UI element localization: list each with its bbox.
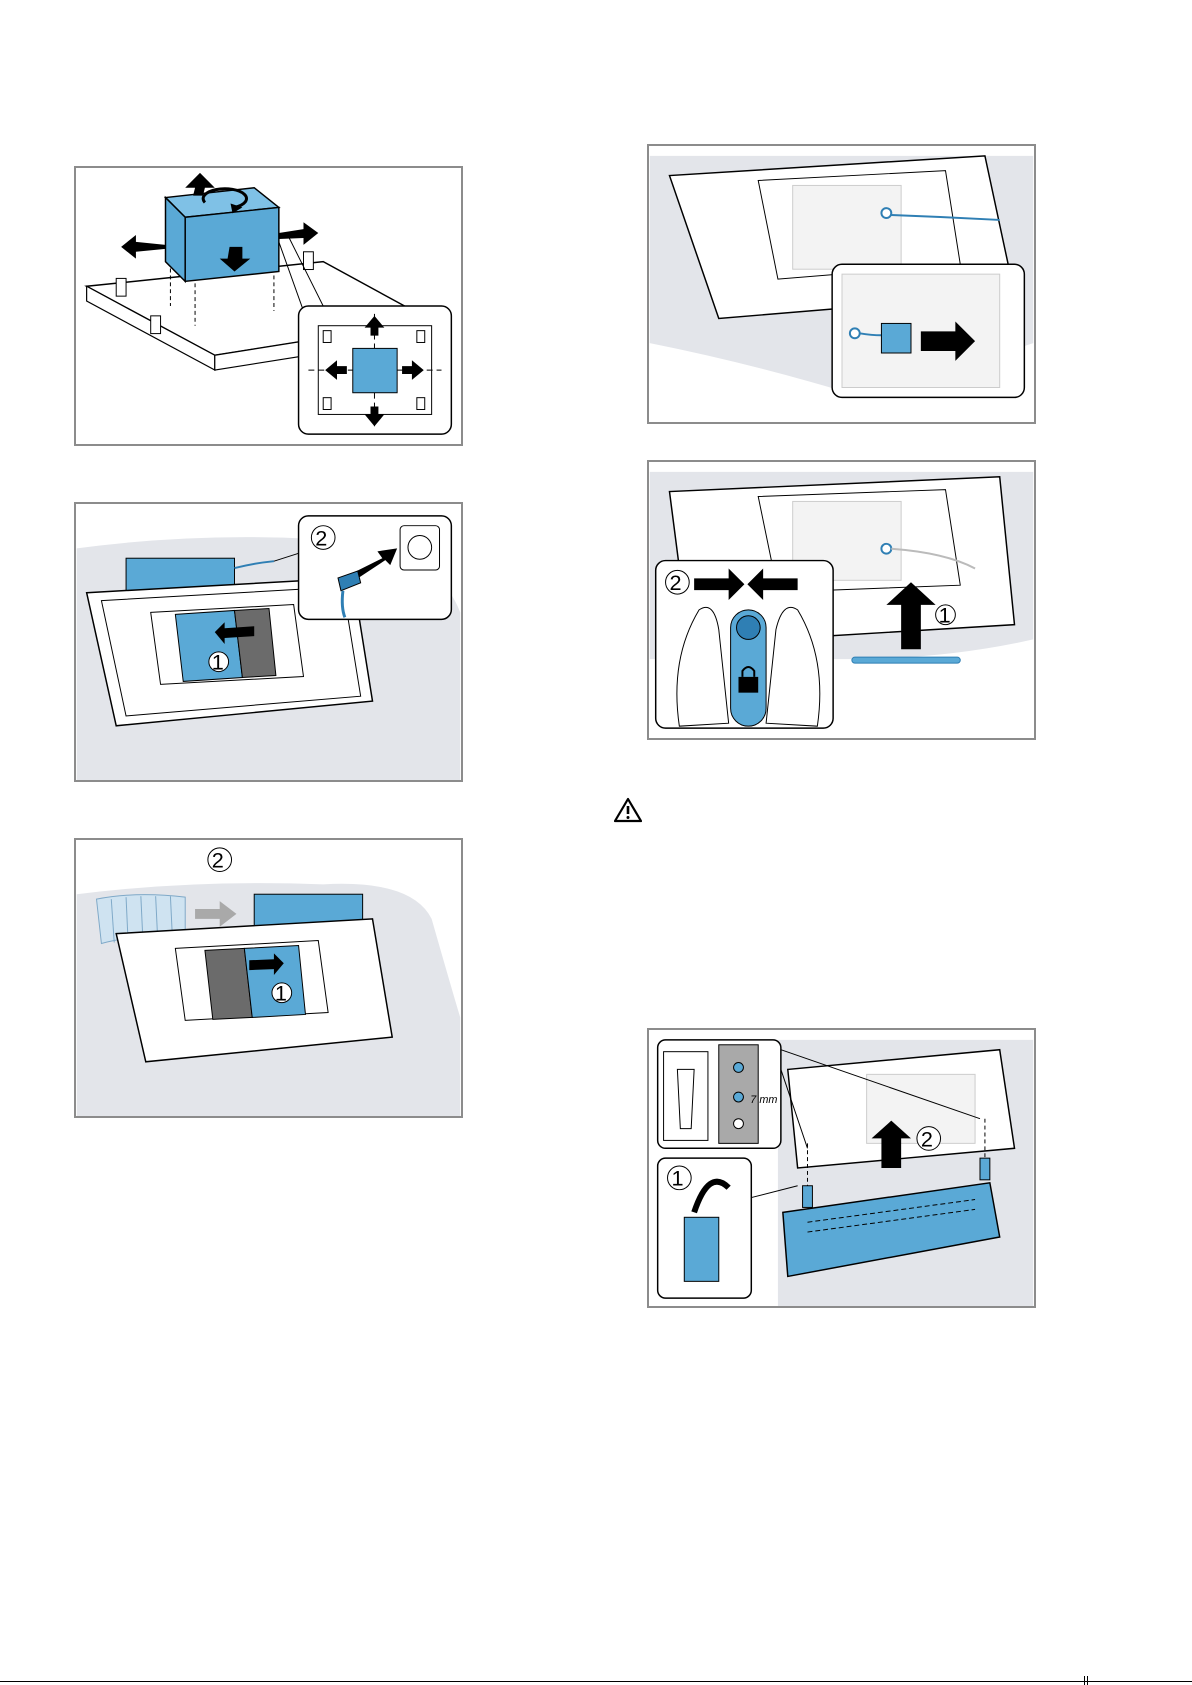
figure-disconnect-plug-drawing bbox=[649, 146, 1034, 422]
page-bottom-tick bbox=[1084, 1676, 1085, 1685]
fig2-step-1: 1 bbox=[212, 650, 224, 675]
fig6-step-1: 1 bbox=[671, 1166, 683, 1191]
figure-blower-positioning-drawing bbox=[76, 168, 461, 444]
figure-lock-and-lift-drawing: 1 2 bbox=[649, 462, 1034, 738]
figure-unplug-slide-out: 1 2 bbox=[74, 502, 463, 782]
warning-triangle-icon bbox=[614, 797, 642, 823]
padlock-icon bbox=[738, 677, 758, 693]
figure-slide-in-connect-duct: 2 1 bbox=[74, 838, 463, 1118]
figure-unplug-slide-out-drawing: 1 2 bbox=[76, 504, 461, 780]
fig3-step-1: 1 bbox=[275, 981, 287, 1006]
figure-mount-front-panel: 2 7 mm 1 bbox=[647, 1028, 1036, 1308]
fig6-dimension: 7 mm bbox=[750, 1094, 777, 1106]
page-bottom-rule bbox=[0, 1681, 1192, 1682]
figure-slide-in-connect-duct-drawing: 2 1 bbox=[76, 840, 461, 1116]
fig6-step-2: 2 bbox=[921, 1126, 933, 1151]
fig3-step-2: 2 bbox=[212, 848, 224, 873]
fig2-step-2: 2 bbox=[315, 525, 327, 550]
figure-mount-front-panel-drawing: 2 7 mm 1 bbox=[649, 1030, 1034, 1306]
fig5-step-2: 2 bbox=[669, 570, 681, 595]
fig5-step-1: 1 bbox=[939, 603, 951, 628]
page-bottom-tick-2 bbox=[1087, 1676, 1088, 1685]
figure-lock-and-lift: 1 2 bbox=[647, 460, 1036, 740]
figure-blower-positioning bbox=[74, 166, 463, 446]
figure-disconnect-plug bbox=[647, 144, 1036, 424]
